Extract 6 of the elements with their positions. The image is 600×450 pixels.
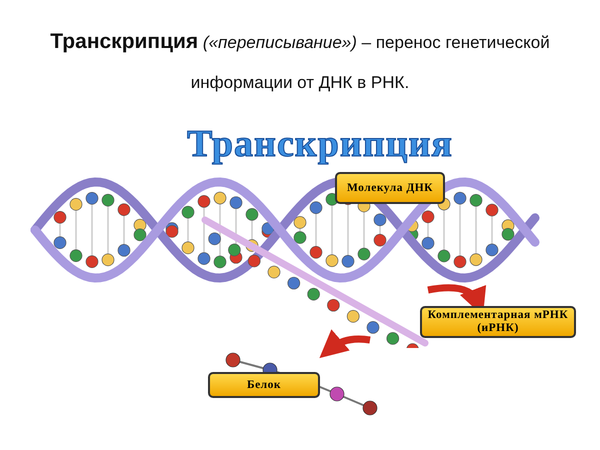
label-box: Молекула ДНК [335,172,445,204]
heading: Транскрипция [186,122,454,166]
label-box: Комплементарная мРНК (иРНК) [420,306,576,338]
label-box: Белок [208,372,320,398]
arrow [319,329,370,358]
slide-title: Транскрипция («переписывание») – перенос генетической информации от ДНК в РНК. [49,29,551,94]
